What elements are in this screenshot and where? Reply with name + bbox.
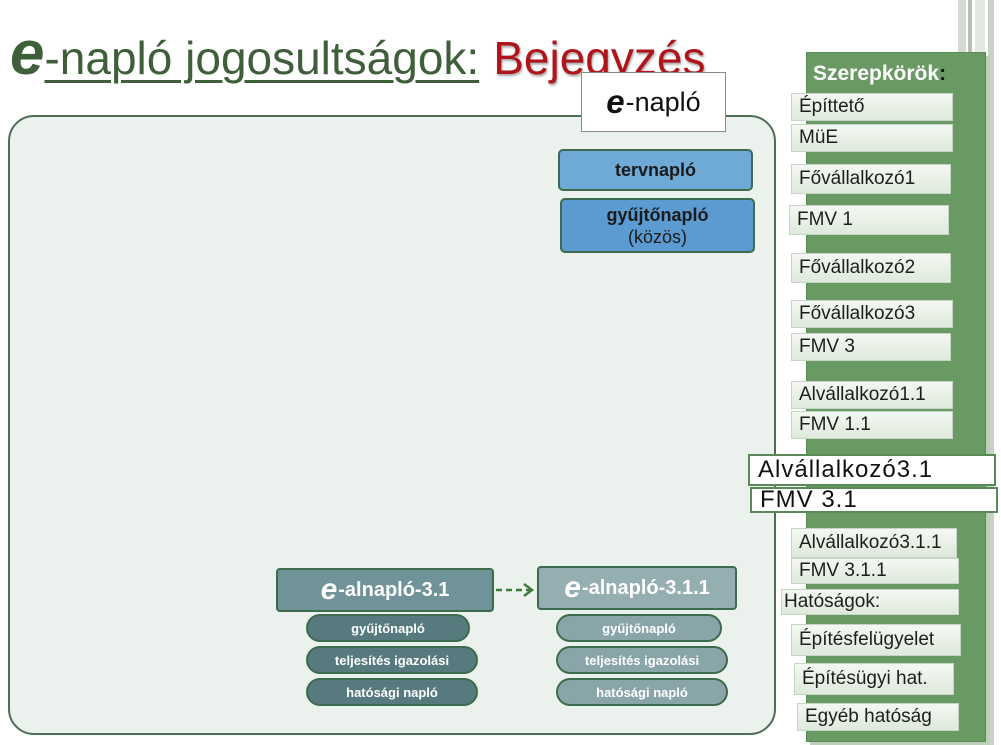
alnaplo-3-1-1-label: -alnapló-3.1.1 [581, 576, 710, 599]
role-label: Fővállalkozó1 [799, 168, 916, 189]
alnaplo-3-1-1-hatosagi-pill[interactable]: hatósági napló [556, 678, 728, 706]
pill-label: hatósági napló [346, 684, 438, 700]
gyujtonaplo-box[interactable]: gyűjtőnapló (közös) [560, 198, 755, 253]
roles-header-label: Szerepkörök [813, 62, 940, 85]
role-label: FMV 3.1.1 [799, 560, 887, 581]
role-label: MüE [799, 127, 839, 148]
gyujtonaplo-label: gyűjtőnapló [606, 204, 709, 225]
enaplo-e-letter: e [606, 83, 625, 120]
dashed-arrow-icon [496, 583, 535, 597]
enaplo-label-box: e-napló [581, 72, 726, 132]
role-label: Alvállalkozó3.1 [758, 456, 934, 483]
alnaplo-3-1-hatosagi-pill[interactable]: hatósági napló [306, 678, 478, 706]
alnaplo-3-1-1-box[interactable]: e-alnapló-3.1.1 [537, 566, 737, 610]
pill-label: teljesítés igazolási [334, 652, 450, 668]
role-label: Alvállalkozó3.1.1 [799, 532, 942, 553]
role-epitteto[interactable]: Építtető [791, 93, 953, 121]
role-fovallalkozo2[interactable]: Fővállalkozó2 [791, 253, 951, 283]
role-epitesfelugyelet[interactable]: Építésfelügyelet [791, 624, 961, 656]
role-fovallalkozo3[interactable]: Fővállalkozó3 [791, 300, 953, 328]
alnaplo-3-1-e-letter: e [320, 573, 338, 606]
tervnaplo-label: tervnapló [614, 159, 697, 180]
roles-header-colon: : [939, 62, 947, 85]
role-label: FMV 3.1 [760, 486, 858, 513]
alnaplo-3-1-box[interactable]: e-alnapló-3.1 [276, 568, 494, 612]
pill-label: gyűjtőnapló [602, 620, 676, 636]
gyujtonaplo-sublabel: (közös) [627, 226, 687, 247]
role-label: FMV 1 [797, 209, 853, 230]
role-fmv-3[interactable]: FMV 3 [791, 333, 951, 361]
role-label: Alvállalkozó1.1 [799, 384, 926, 405]
title-main: -napló jogosultságok: [44, 32, 480, 84]
pill-label: teljesítés igazolási [584, 652, 700, 668]
role-epitesugyi-hat[interactable]: Építésügyi hat. [794, 663, 954, 695]
role-alvallalkozo1-1[interactable]: Alvállalkozó1.1 [791, 381, 953, 409]
roles-header: Szerepkörök: [813, 62, 946, 86]
role-fovallalkozo1[interactable]: Fővállalkozó1 [791, 164, 951, 194]
title-e-letter: e [10, 19, 45, 88]
alnaplo-3-1-1-e-letter: e [564, 571, 581, 604]
role-label: Fővállalkozó2 [799, 257, 916, 278]
role-mue[interactable]: MüE [791, 124, 953, 152]
role-egyeb-hatosag[interactable]: Egyéb hatóság [797, 703, 959, 731]
role-label: Építésfelügyelet [799, 629, 935, 650]
tervnaplo-box[interactable]: tervnapló [558, 149, 753, 191]
role-fmv-1-1[interactable]: FMV 1.1 [791, 411, 953, 439]
role-alvallalkozo3-1-1[interactable]: Alvállalkozó3.1.1 [791, 528, 957, 558]
role-alvallalkozo3-1[interactable]: Alvállalkozó3.1 [748, 454, 996, 486]
role-fmv-3-1-1[interactable]: FMV 3.1.1 [791, 558, 959, 584]
role-label: Építtető [799, 96, 865, 117]
edge-stripe [988, 0, 994, 745]
role-fmv-1[interactable]: FMV 1 [789, 205, 949, 235]
role-label: FMV 3 [799, 336, 855, 357]
pill-label: hatósági napló [596, 684, 688, 700]
role-label: Hatóságok: [784, 591, 881, 612]
alnaplo-3-1-1-teljesites-pill[interactable]: teljesítés igazolási [556, 646, 728, 674]
role-hatosagok-header: Hatóságok: [781, 589, 959, 615]
pill-label: gyűjtőnapló [351, 620, 425, 636]
alnaplo-3-1-gyujtonaplo-pill[interactable]: gyűjtőnapló [306, 614, 470, 642]
alnaplo-3-1-teljesites-pill[interactable]: teljesítés igazolási [306, 646, 478, 674]
role-label: FMV 1.1 [799, 414, 871, 435]
role-label: Fővállalkozó3 [799, 303, 916, 324]
alnaplo-3-1-1-gyujtonaplo-pill[interactable]: gyűjtőnapló [556, 614, 722, 642]
role-fmv-3-1[interactable]: FMV 3.1 [750, 486, 998, 513]
alnaplo-3-1-label: -alnapló-3.1 [338, 578, 450, 601]
role-label: Építésügyi hat. [802, 668, 928, 689]
enaplo-label: -napló [625, 86, 701, 117]
role-label: Egyéb hatóság [805, 706, 932, 727]
